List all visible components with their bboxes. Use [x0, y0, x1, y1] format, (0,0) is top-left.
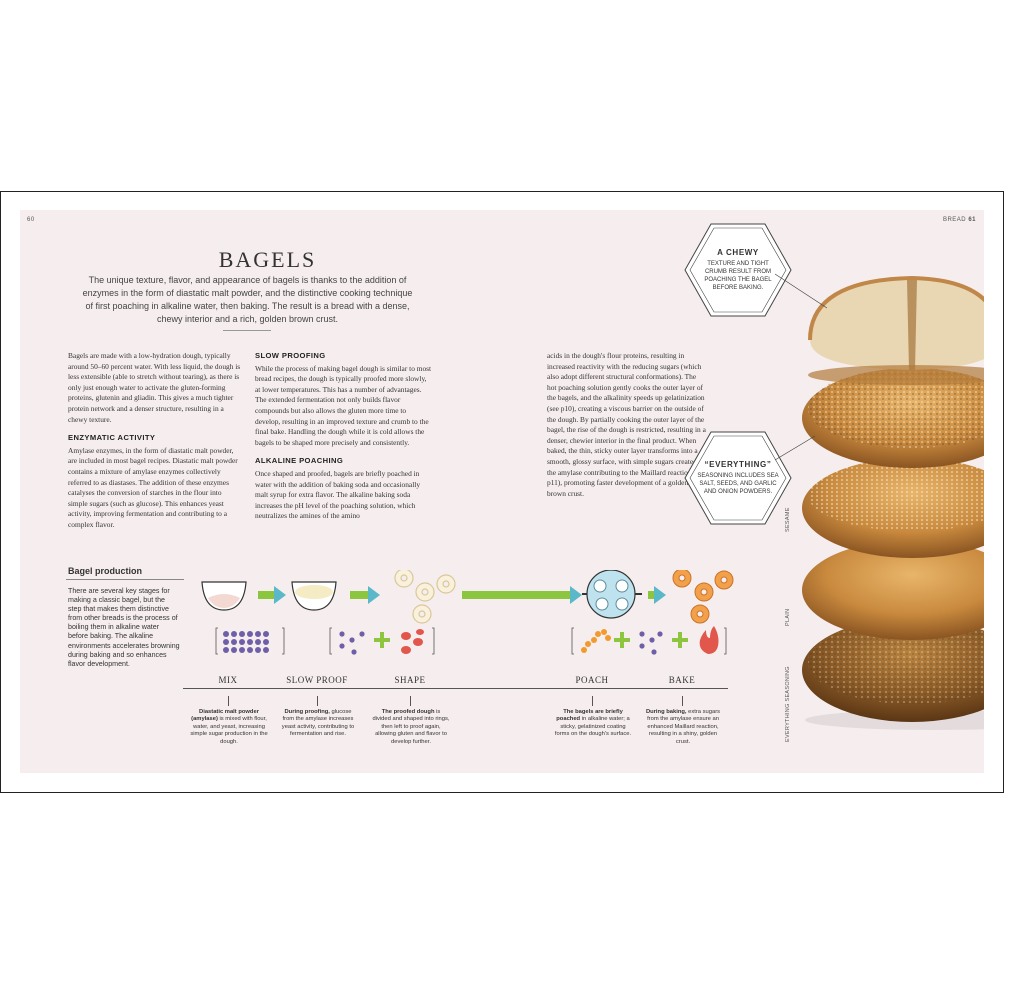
arrow-icon-3 [462, 586, 582, 604]
step-desc-mix-bold: Diastatic malt powder (amylase) [191, 709, 259, 723]
page-number-right-value: 61 [968, 217, 976, 223]
running-head: BREAD [942, 217, 967, 223]
arrow-icon-1 [258, 586, 286, 604]
step-desc-poach: The bagels are briefly poached in alkali… [554, 709, 632, 739]
hexagon-callout-everything [684, 431, 792, 525]
timeline-tick-slow-proof [317, 696, 318, 706]
hexagon-chewy-body: TEXTURE AND TIGHT CRUMB RESULT FROM POAC… [704, 261, 772, 291]
step-desc-mix-rest: is mixed with flour, water, and yeast, i… [190, 716, 268, 745]
label-sesame: SESAME [785, 507, 791, 532]
col2-paragraph-1: While the process of making bagel dough … [255, 363, 432, 447]
step-label-shape: SHAPE [394, 675, 426, 685]
flame-icon [699, 626, 719, 654]
production-title: Bagel production [68, 566, 142, 576]
hexagon-chewy-title: A CHEWY [717, 248, 759, 257]
step-label-mix: MIX [218, 675, 238, 685]
intro-paragraph: The unique texture, flavor, and appearan… [82, 275, 413, 324]
step-desc-bake: During baking, extra sugars from the amy… [644, 709, 722, 746]
mix-bowl-icon [201, 581, 247, 611]
step-desc-shape-rest: is divided and shaped into rings, then l… [372, 709, 450, 745]
step-label-poach: POACH [575, 675, 609, 685]
label-everything-seasoning: EVERYTHING SEASONING [785, 666, 791, 742]
label-plain: PLAIN [785, 608, 791, 626]
process-timeline [183, 688, 728, 689]
step-desc-poach-rest: in alkaline water; a sticky, gelatinized… [554, 716, 632, 738]
hexagon-callout-chewy [684, 223, 792, 317]
col2-paragraph-2: Once shaped and proofed, bagels are brie… [255, 468, 421, 521]
step-desc-poach-bold: The bagels are briefly poached [556, 709, 623, 723]
step-desc-mix: Diastatic malt powder (amylase) is mixed… [190, 709, 268, 746]
spread-page: 60 BREAD 61 BAGELS The unique texture, f… [20, 210, 984, 773]
timeline-tick-mix [228, 696, 229, 706]
timeline-tick-shape [410, 696, 411, 706]
production-title-rule [66, 579, 184, 580]
step-label-bake: BAKE [668, 675, 696, 685]
hexagon-everything-text: “EVERYTHING” SEASONING INCLUDES SEA SALT… [696, 460, 780, 496]
starch-chains-icon [215, 627, 285, 655]
timeline-tick-bake [682, 696, 683, 706]
step-desc-bake-bold: During baking, [645, 709, 687, 715]
hexagon-everything-title: “EVERYTHING” [704, 460, 772, 469]
hexagon-chewy-text: A CHEWY TEXTURE AND TIGHT CRUMB RESULT F… [696, 248, 780, 292]
bagel-stack-photo [802, 275, 984, 730]
production-diagram [201, 570, 734, 655]
page-number-left: 60 [27, 217, 35, 223]
timeline-tick-poach [592, 696, 593, 706]
spread-frame: 60 BREAD 61 BAGELS The unique texture, f… [0, 191, 1004, 793]
page-number-right: BREAD 61 [943, 217, 976, 223]
callout-line-everything [775, 435, 816, 461]
step-desc-bake-rest: extra sugars from the amylase ensure an … [647, 709, 721, 745]
proof-bowl-icon [291, 581, 337, 611]
step-desc-shape-bold: The proofed dough [381, 709, 435, 715]
heading-enzymatic-activity: ENZYMATIC ACTIVITY [68, 433, 156, 443]
step-label-slow-proof: SLOW PROOF [286, 675, 348, 685]
heading-alkaline-poaching: ALKALINE POACHING [255, 456, 344, 466]
arrow-icon-2 [350, 586, 380, 604]
plus-icon-2 [614, 632, 630, 648]
bagel-rings-icon [394, 570, 456, 624]
baked-bagels-icon [672, 570, 734, 624]
title-rule [223, 330, 271, 331]
step-desc-slow-proof-bold: During proofing, [284, 709, 330, 715]
sugar-yeast-icon [329, 627, 435, 655]
text-column-2: SLOW PROOFING While the process of makin… [255, 351, 433, 530]
col3-paragraph-1: acids in the dough's flour proteins, res… [547, 351, 707, 498]
text-column-1: Bagels are made with a low-hydration dou… [68, 351, 243, 539]
step-desc-slow-proof-rest: glucose from the amylase increases yeast… [281, 709, 355, 738]
plus-icon-3 [672, 632, 688, 648]
col1-paragraph-2: Amylase enzymes, in the form of diastati… [68, 445, 238, 529]
production-body: There are several key stages for making … [68, 587, 180, 668]
page-title: BAGELS [218, 247, 317, 272]
step-desc-slow-proof: During proofing, glucose from the amylas… [279, 709, 357, 739]
heading-slow-proofing: SLOW PROOFING [255, 351, 326, 360]
maillard-reaction-icon [571, 626, 727, 655]
callout-line-chewy [775, 273, 828, 309]
hexagon-everything-body: SEASONING INCLUDES SEA SALT, SEEDS, AND … [697, 473, 779, 495]
col1-paragraph-1: Bagels are made with a low-hydration dou… [68, 351, 241, 424]
arrow-icon-4 [648, 586, 666, 604]
text-column-3: acids in the dough's flour proteins, res… [547, 351, 707, 507]
poaching-pot-icon [582, 570, 642, 619]
plus-icon-1 [374, 632, 390, 648]
step-desc-shape: The proofed dough is divided and shaped … [372, 709, 450, 746]
